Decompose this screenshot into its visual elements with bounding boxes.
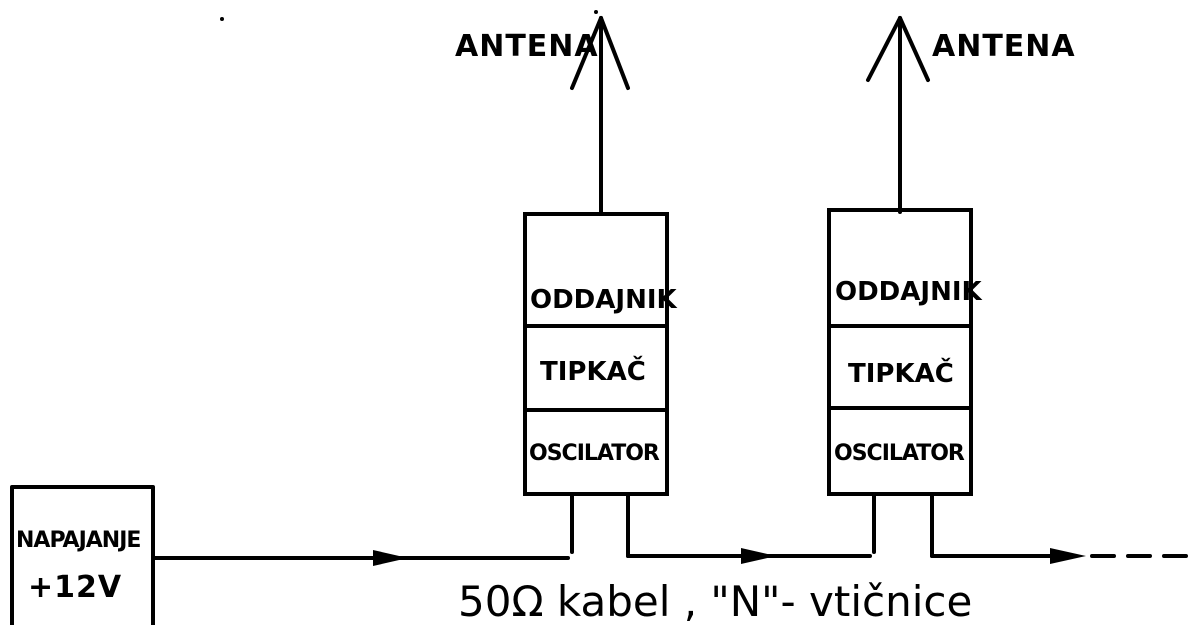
stray-mark xyxy=(220,17,224,21)
unit-left-transmitter-label: ODDAJNIK xyxy=(530,285,677,315)
stray-mark xyxy=(594,10,598,14)
cable-segment-1 xyxy=(151,492,574,566)
power-supply-name: NAPAJANJE xyxy=(16,528,140,553)
unit-right-oscillator-label: OSCILATOR xyxy=(834,441,965,466)
unit-left xyxy=(523,212,669,496)
unit-right-frame xyxy=(827,208,973,496)
unit-left-keyer-label: TIPKAČ xyxy=(540,355,646,387)
power-supply-voltage: +12V xyxy=(28,570,122,605)
cable-segment-2 xyxy=(626,492,876,564)
antenna-left-label: ANTENA xyxy=(455,29,599,64)
antenna-left xyxy=(570,16,630,214)
unit-left-oscillator-label: OSCILATOR xyxy=(529,441,660,466)
antenna-right xyxy=(866,16,930,214)
unit-left-frame xyxy=(523,212,669,496)
antenna-right-label: ANTENA xyxy=(932,29,1076,64)
cable-caption: 50Ω kabel , "N"- vtičnice xyxy=(458,577,972,625)
unit-right xyxy=(827,208,973,496)
unit-right-keyer-label: TIPKAČ xyxy=(848,357,954,389)
unit-right-transmitter-label: ODDAJNIK xyxy=(835,277,982,307)
cable-segment-3 xyxy=(930,492,1197,564)
